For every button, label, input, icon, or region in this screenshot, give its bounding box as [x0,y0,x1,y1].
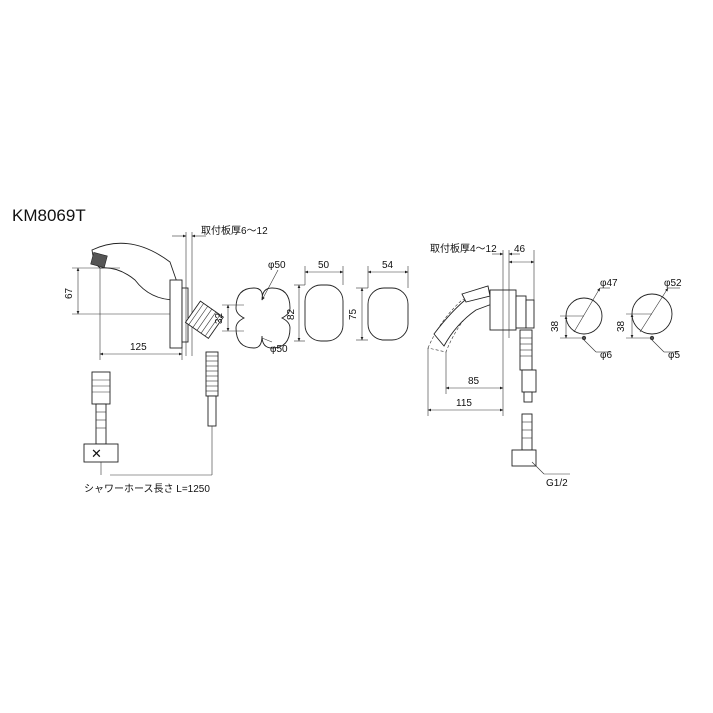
dim-phi6: φ6 [600,350,612,361]
dim-phi52: φ52 [664,278,682,289]
dim-phi47: φ47 [600,278,618,289]
dim-38-b: 38 [616,320,627,332]
dim-75: 75 [348,308,359,320]
dim-115: 115 [456,398,472,409]
dim-85: 85 [468,376,480,387]
svg-text:✕: ✕ [91,446,102,461]
dim-125: 125 [130,342,147,353]
cutout-circle-47 [565,287,610,341]
dim-67: 67 [64,287,75,299]
shower-hose: ✕ [83,351,219,476]
mount-thickness-right-label: 取付板厚4～12 [430,242,497,255]
escutcheon-plate-54x75 [367,287,409,341]
dim-phi50-bottom: φ50 [270,344,288,355]
model-name: KM8069T [12,206,86,225]
dim-54: 54 [382,260,394,271]
dim-38-a: 38 [550,320,561,332]
dim-phi5: φ5 [668,350,680,361]
dim-50: 50 [318,260,330,271]
escutcheon-plate-50x82 [304,284,344,342]
cutout-shape [235,287,291,349]
spout-assembly [90,232,224,356]
thread-label: G1/2 [546,478,568,489]
mixing-valve [427,250,537,467]
dim-phi50-top: φ50 [268,260,286,271]
dim-32: 32 [214,312,225,324]
mount-thickness-left-label: 取付板厚6～12 [201,224,268,237]
dim-82: 82 [286,308,297,320]
hose-length-label: シャワーホース長さ L=1250 [84,483,210,495]
dim-46: 46 [514,244,526,255]
